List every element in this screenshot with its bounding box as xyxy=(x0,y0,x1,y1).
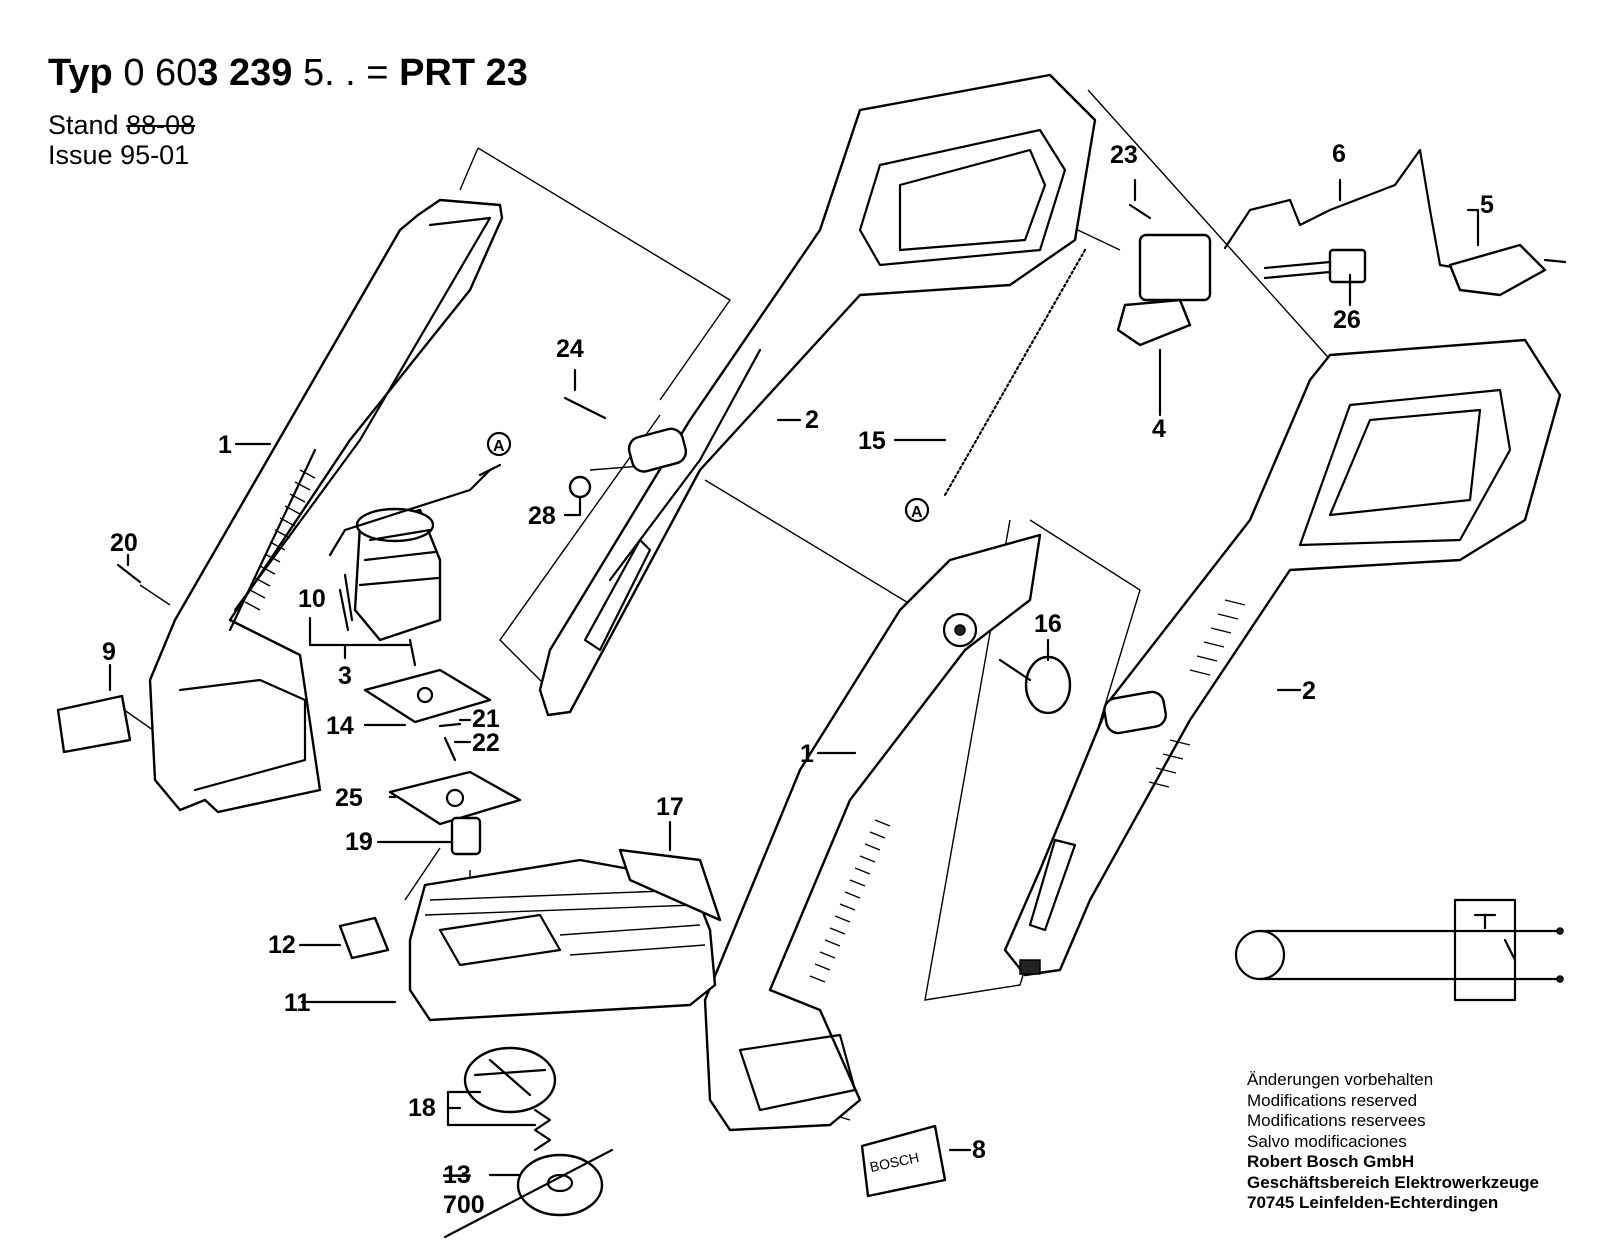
spool-assembly xyxy=(463,1046,557,1152)
label-part-15: 15 xyxy=(858,427,886,455)
mounting-plate xyxy=(363,668,492,724)
label-part-1-right: 1 xyxy=(800,740,814,768)
label-part-3: 3 xyxy=(338,662,352,690)
note-line-2: Modifications reserved xyxy=(1247,1090,1418,1110)
screw-20 xyxy=(116,563,142,584)
ref-marker-a-bottom xyxy=(904,497,930,523)
label-part-28: 28 xyxy=(528,502,556,530)
label-part-6: 6 xyxy=(1332,140,1346,168)
mains-plug xyxy=(1448,243,1567,297)
carbon-brush xyxy=(338,588,350,632)
label-part-2-right: 2 xyxy=(1302,677,1316,705)
label-part-5: 5 xyxy=(1480,191,1494,219)
note-line-4: Salvo modificaciones xyxy=(1247,1131,1407,1151)
label-part-10: 10 xyxy=(298,585,326,613)
type-plate-sticker xyxy=(56,694,132,754)
power-cord xyxy=(1223,148,1472,272)
screw-23 xyxy=(1128,203,1152,220)
label-part-22: 22 xyxy=(472,729,500,757)
label-part-26: 26 xyxy=(1333,306,1361,334)
ref-marker-a-bottom-text: A xyxy=(911,504,923,521)
switch xyxy=(1116,233,1212,347)
label-part-20: 20 xyxy=(110,529,138,557)
washer xyxy=(438,722,462,728)
stand-line: Stand 88-08 xyxy=(48,110,195,141)
locking-knob xyxy=(998,655,1072,715)
model-name: PRT 23 xyxy=(399,52,528,94)
label-part-9: 9 xyxy=(102,638,116,666)
label-part-24: 24 xyxy=(556,335,584,363)
label-part-1-left: 1 xyxy=(218,431,232,459)
label-part-13-old: 13 xyxy=(443,1161,471,1189)
stand-value: 88-08 xyxy=(126,110,196,140)
label-part-18: 18 xyxy=(408,1094,436,1122)
typ-number-prefix: 0 60 xyxy=(123,52,198,94)
clamp-block xyxy=(627,427,688,473)
screw-24 xyxy=(563,396,607,420)
housing-half-top xyxy=(538,73,1097,717)
typ-suffix: 5. . = xyxy=(302,52,389,94)
nut-28 xyxy=(568,475,592,499)
company-address: 70745 Leinfelden-Echterdingen xyxy=(1247,1193,1499,1212)
notes-block: Änderungen vorbehalten Modifications res… xyxy=(1247,1070,1539,1214)
label-sticker xyxy=(618,848,722,922)
cable-15 xyxy=(943,248,1087,497)
label-part-19: 19 xyxy=(345,828,373,856)
issue-line: Issue 95-01 xyxy=(48,140,189,171)
label-part-25: 25 xyxy=(335,784,363,812)
label-part-14: 14 xyxy=(326,712,354,740)
type-heading: Typ 0 603 239 5. . = PRT 23 xyxy=(48,52,528,95)
label-part-12: 12 xyxy=(268,931,296,959)
stand-label: Stand xyxy=(48,110,119,140)
small-sticker xyxy=(338,916,390,960)
wiring-schematic xyxy=(1234,898,1564,1002)
typ-number-bold: 3 239 xyxy=(197,52,293,94)
handle-right xyxy=(1003,338,1562,977)
housing-half-left xyxy=(148,198,504,814)
issue-value: 95-01 xyxy=(120,140,190,170)
capacitor xyxy=(1263,248,1367,284)
housing-half-right xyxy=(703,533,1042,1132)
label-part-4: 4 xyxy=(1152,415,1166,443)
cable-a-end xyxy=(478,463,502,477)
label-part-11: 11 xyxy=(284,989,311,1017)
logo-plate: BOSCH xyxy=(860,1124,947,1198)
motor xyxy=(343,507,442,667)
coupling xyxy=(450,816,482,856)
label-part-2-top: 2 xyxy=(805,406,819,434)
spool-cap xyxy=(516,1153,604,1217)
cable-a xyxy=(328,468,492,557)
issue-label: Issue xyxy=(48,140,113,170)
screw-22 xyxy=(443,736,457,762)
label-part-17: 17 xyxy=(656,793,684,821)
label-part-23: 23 xyxy=(1110,141,1138,169)
note-line-1: Änderungen vorbehalten xyxy=(1247,1070,1434,1089)
label-part-16: 16 xyxy=(1034,610,1062,638)
company-name: Robert Bosch GmbH xyxy=(1247,1152,1415,1171)
leader-lines xyxy=(108,178,1480,1177)
label-part-8: 8 xyxy=(972,1136,986,1164)
typ-label: Typ xyxy=(48,52,113,94)
ref-marker-a-top xyxy=(486,431,512,457)
ref-marker-a-top-text: A xyxy=(493,438,505,455)
note-line-3: Modifications reservees xyxy=(1247,1111,1426,1130)
company-division: Geschäftsbereich Elektrowerkzeuge xyxy=(1247,1172,1539,1192)
label-part-21: 21 xyxy=(472,705,500,733)
label-part-13-new: 700 xyxy=(443,1191,485,1219)
cover-plate xyxy=(388,770,522,826)
